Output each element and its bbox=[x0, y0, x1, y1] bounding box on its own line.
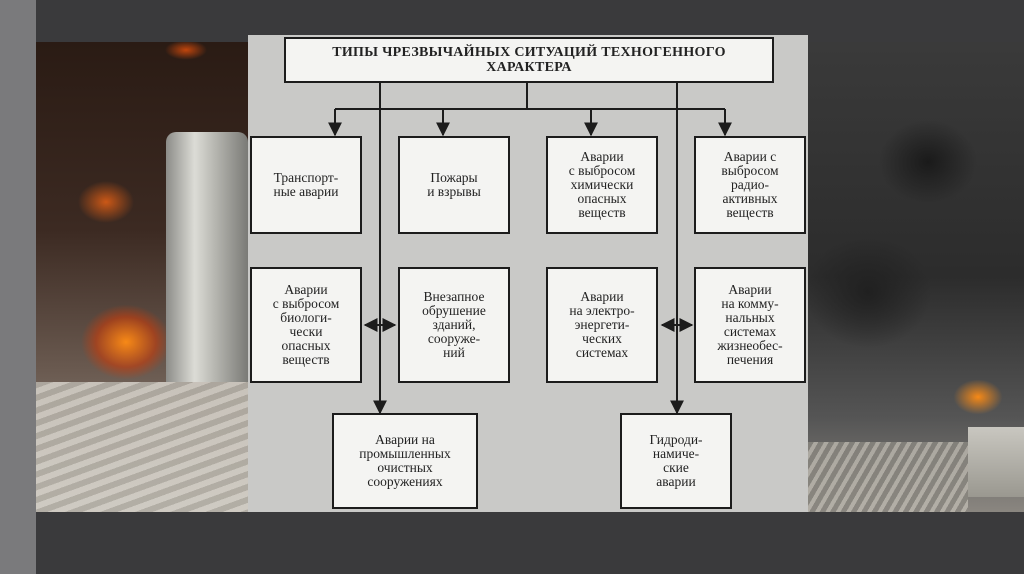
connector-lines bbox=[328, 83, 732, 415]
shed bbox=[968, 427, 1024, 497]
box-building-collapse: Внезапное обрушение зданий, сооруже- ний bbox=[398, 267, 510, 383]
box-radioactive-release: Аварии с выбросом радио- активных вещест… bbox=[694, 136, 806, 234]
box-transport-accidents: Транспорт- ные аварии bbox=[250, 136, 362, 234]
diagram-title: ТИПЫ ЧРЕЗВЫЧАЙНЫХ СИТУАЦИЙ ТЕХНОГЕННОГО … bbox=[284, 37, 774, 83]
smoke-explosion-photo bbox=[808, 42, 1024, 512]
collapsed-structure bbox=[808, 442, 968, 512]
box-fires-explosions: Пожары и взрывы bbox=[398, 136, 510, 234]
box-treatment-facilities: Аварии на промышленных очистных сооружен… bbox=[332, 413, 478, 509]
ground-debris bbox=[36, 382, 248, 512]
emergency-types-diagram: ТИПЫ ЧРЕЗВЫЧАЙНЫХ СИТУАЦИЙ ТЕХНОГЕННОГО … bbox=[248, 35, 808, 512]
box-biological-release: Аварии с выбросом биологи- чески опасных… bbox=[250, 267, 362, 383]
silo bbox=[166, 132, 248, 382]
box-hydrodynamic-accidents: Гидроди- намиче- ские аварии bbox=[620, 413, 732, 509]
industrial-fire-photo bbox=[36, 42, 248, 512]
box-power-systems: Аварии на электро- энергети- ческих сист… bbox=[546, 267, 658, 383]
left-margin-strip bbox=[0, 0, 36, 574]
bottom-band bbox=[36, 512, 1024, 574]
box-utility-systems: Аварии на комму- нальных системах жизнео… bbox=[694, 267, 806, 383]
box-chemical-release: Аварии с выбросом химически опасных веще… bbox=[546, 136, 658, 234]
